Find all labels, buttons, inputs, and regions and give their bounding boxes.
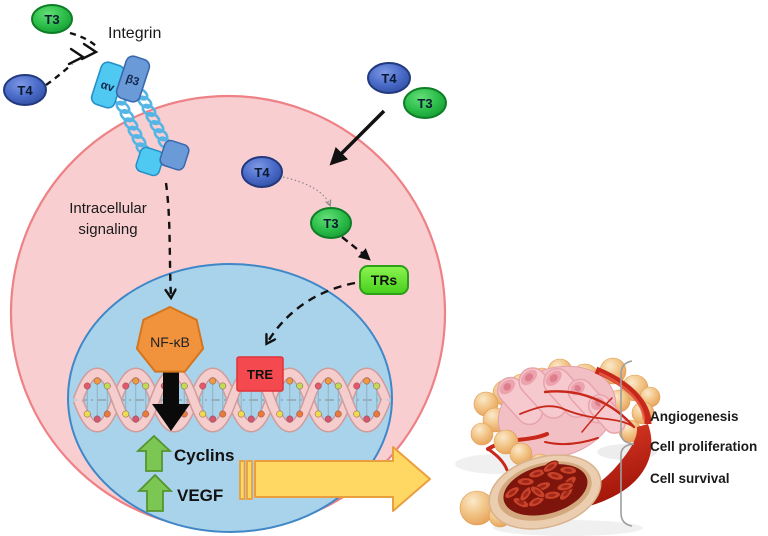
intracellular-signaling-dashed-arrow [166,182,171,297]
angiogenesis-label: Angiogenesis [650,409,739,424]
integrin-transmembrane-coils [111,87,173,156]
t3-label: T3 [323,216,338,231]
alpha-v-label: αv [99,79,116,95]
chevron-arrowhead-2 [67,47,86,66]
cell-survival-label: Cell survival [650,471,730,486]
outcome-bracket [620,360,635,527]
t3-molecule-topright: T3 [403,87,447,119]
tissue-folds [496,367,627,434]
t3-to-integrin-dashed-arrow [69,31,98,48]
integrin-cytoplasmic-domain-1 [135,146,165,177]
chevron-arrowhead-1 [80,42,99,61]
integrin-beta-subunit [115,55,151,103]
t3-to-trs-dashed-arrow [341,236,371,261]
dna-helix [72,367,392,433]
t3-label: T3 [417,96,432,111]
t4-label: T4 [381,71,397,86]
cyclins-up-arrow [135,434,173,472]
integrin-cytoplasmic-domain-2 [159,139,190,171]
cyclins-label: Cyclins [174,446,234,465]
transcription-arrow [152,370,190,431]
intracellular-signaling-label-line2: signaling [78,221,137,238]
t4-to-integrin-dashed-arrow [45,63,73,86]
t4-molecule-cytoplasm: T4 [241,156,283,188]
beta-3-label: β3 [124,73,140,89]
t4-molecule-topright: T4 [367,62,411,94]
t3-molecule-cytoplasm: T3 [310,207,352,239]
nfkb-heptagon [135,305,205,373]
integrin-title: Integrin [108,25,161,42]
integrin-receptor: αv β3 [90,55,190,177]
t3-label: T3 [44,12,59,27]
cut-open-vessel [488,454,602,530]
main-vessel [552,366,652,510]
trs-label: TRs [371,272,398,288]
t4-to-t3-conversion-dotted-arrow [282,176,332,207]
t4-label: T4 [254,165,270,180]
outcome-arrow [239,446,431,512]
vegf-label: VEGF [177,486,223,505]
t4-label: T4 [17,83,33,98]
hormone-entry-arrow [329,109,386,166]
intracellular-signaling-label-line1: Intracellular [69,200,147,217]
red-blood-cells [504,460,578,509]
vegf-up-arrow [136,473,174,512]
tre-box [236,356,284,392]
nfkb-label: NF-κB [150,334,190,350]
t4-molecule-topleft: T4 [3,74,47,106]
cell-proliferation-label: Cell proliferation [650,439,757,454]
angiogenesis-illustration [455,357,661,536]
trs-box [359,265,409,295]
tre-label: TRE [247,367,273,382]
t3-molecule-topleft: T3 [31,4,73,34]
